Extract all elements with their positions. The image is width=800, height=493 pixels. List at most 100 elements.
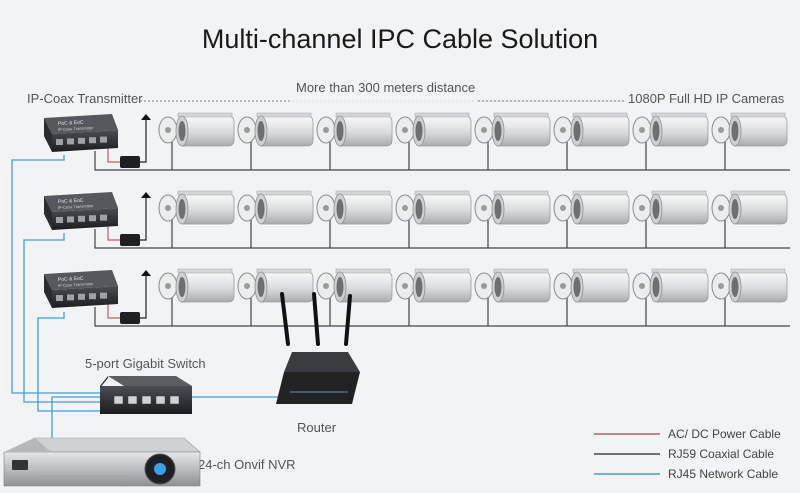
distance-label: More than 300 meters distance [296, 80, 476, 95]
camera-body [181, 271, 235, 303]
transmitter-port [78, 293, 85, 300]
legend-label-1: AC/ DC Power Cable [668, 427, 781, 441]
camera-hood [256, 112, 312, 118]
camera-lens [494, 121, 502, 141]
camera-mount-bolt [639, 283, 645, 289]
camera-mount-bolt [481, 283, 487, 289]
transmitter-subtext: IP-Coax Transmitter [58, 203, 94, 210]
camera-hood [730, 112, 786, 118]
ip-camera-icon [632, 268, 709, 303]
network-cable-3 [37, 312, 100, 412]
coax-feed [94, 307, 160, 327]
camera-lens [731, 121, 739, 141]
switch-port [141, 395, 152, 405]
camera-lens [652, 121, 660, 141]
switch-port [127, 395, 138, 405]
power-lead [140, 276, 147, 319]
ip-camera-icon [158, 190, 235, 225]
camera-body [497, 115, 551, 147]
camera-mount-bolt [165, 127, 171, 133]
switch-port [155, 395, 166, 405]
camera-hood [572, 190, 628, 196]
camera-body [576, 193, 630, 225]
ip-camera-icon [237, 112, 314, 147]
transmitter-port [100, 136, 107, 143]
ip-camera-icon [316, 268, 393, 303]
camera-mount-bolt [402, 205, 408, 211]
camera-lens [257, 277, 265, 297]
camera-hood [493, 190, 549, 196]
camera-lens [731, 199, 739, 219]
camera-lens [336, 277, 344, 297]
ip-camera-icon [711, 190, 788, 225]
camera-mount-bolt [718, 283, 724, 289]
transmitter-top [44, 114, 118, 134]
ip-camera-icon [474, 268, 551, 303]
camera-body [655, 271, 709, 303]
camera-mount-bolt [244, 283, 250, 289]
legend-label-2: RJ59 Coaxial Cable [668, 447, 774, 461]
camera-lens [257, 199, 265, 219]
camera-mount-bolt [402, 127, 408, 133]
ip-camera-icon [474, 112, 551, 147]
camera-lens [336, 121, 344, 141]
ip-camera-icon [316, 190, 393, 225]
transmitter-subtext: IP-Coax Transmitter [58, 125, 94, 132]
camera-lens [178, 277, 186, 297]
transmitter-port [89, 293, 96, 300]
ip-camera-icon [237, 268, 314, 303]
transmitter-port [56, 139, 63, 145]
camera-mount-bolt [718, 127, 724, 133]
network-cable-2 [23, 233, 100, 403]
camera-body [181, 193, 235, 225]
camera-hood [414, 190, 470, 196]
transmitter-side [44, 196, 52, 230]
camera-mount-bolt [323, 205, 329, 211]
camera-mount-bolt [560, 205, 566, 211]
ip-camera-icon [474, 190, 551, 225]
router-antenna [280, 292, 290, 346]
transmitter-port [78, 215, 85, 222]
coax-feed [94, 151, 160, 171]
camera-hood [335, 112, 391, 118]
camera-mount-bolt [323, 127, 329, 133]
power-adapter [120, 234, 140, 246]
ip-camera-icon [158, 268, 235, 303]
camera-mount-bolt [639, 205, 645, 211]
camera-hood [572, 112, 628, 118]
camera-body [339, 271, 393, 303]
transmitter-text: PoC & EoC [58, 198, 84, 205]
camera-body [734, 115, 788, 147]
ip-camera-icon [553, 112, 630, 147]
camera-lens [652, 199, 660, 219]
camera-hood [651, 190, 707, 196]
router-body [276, 372, 360, 404]
router-antenna [312, 292, 320, 346]
power-cable [107, 148, 120, 163]
camera-body [497, 193, 551, 225]
camera-body [260, 271, 314, 303]
gigabit-switch [100, 376, 192, 414]
network-cable-1 [11, 155, 100, 394]
coax-feed [94, 229, 160, 249]
camera-hood [651, 112, 707, 118]
ip-camera-icon [553, 190, 630, 225]
nvr-edge [4, 438, 50, 452]
transmitter-port [67, 294, 74, 301]
power-lead [140, 198, 147, 241]
transmitter-port [56, 217, 63, 223]
transmitter-port [78, 137, 85, 144]
camera-lens [415, 121, 423, 141]
camera-lens [178, 199, 186, 219]
camera-mount-bolt [244, 127, 250, 133]
transmitter-top [44, 192, 118, 212]
camera-hood [493, 112, 549, 118]
camera-body [655, 115, 709, 147]
camera-hood [730, 190, 786, 196]
camera-body [576, 115, 630, 147]
camera-body [734, 271, 788, 303]
router-antenna [344, 294, 352, 346]
nvr-top [33, 437, 201, 453]
